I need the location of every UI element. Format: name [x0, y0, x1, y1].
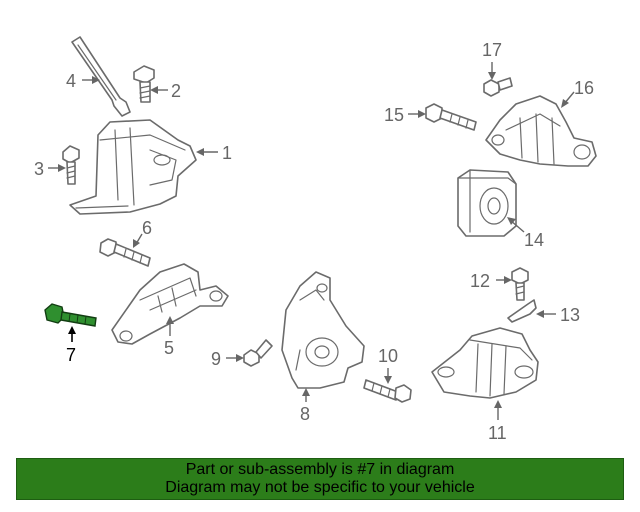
banner-line-1: Part or sub-assembly is #7 in diagram: [185, 461, 455, 478]
part-3-bolt: [62, 145, 80, 185]
callout-8: 8: [300, 404, 310, 424]
part-13-clip: [507, 299, 537, 323]
callout-17: 17: [482, 40, 502, 60]
parts-diagram: 1 2 3 4 5 6 7 8 9 10 11 12 13 14 15 16 1…: [34, 36, 597, 443]
callout-14: 14: [524, 230, 544, 250]
callout-6: 6: [142, 218, 152, 238]
callout-12: 12: [470, 271, 490, 291]
part-5-bracket: [111, 263, 229, 345]
callout-5: 5: [164, 338, 174, 358]
part-1-upper-mount: [69, 119, 197, 215]
callout-4: 4: [66, 71, 76, 91]
part-6-bolt: [99, 238, 151, 267]
part-10-bolt: [363, 379, 412, 403]
callout-1: 1: [222, 143, 232, 163]
part-4-rod: [71, 36, 131, 117]
diagram-notice-banner: Part or sub-assembly is #7 in diagram Di…: [16, 458, 624, 500]
part-7-bolt: [44, 303, 97, 327]
callout-2: 2: [171, 81, 181, 101]
part-14-bushing: [457, 169, 517, 237]
callout-10: 10: [378, 346, 398, 366]
part-9-bolt: [243, 339, 273, 367]
leader-lines: [48, 62, 575, 420]
callout-7: 7: [66, 345, 76, 365]
banner-line-2: Diagram may not be specific to your vehi…: [165, 479, 475, 496]
part-17-bolt: [483, 77, 513, 97]
part-16-bracket: [485, 95, 597, 167]
part-12-bolt: [511, 267, 529, 301]
callout-11: 11: [488, 423, 507, 443]
callout-9: 9: [211, 349, 221, 369]
part-11-mount: [431, 327, 539, 399]
part-15-bolt: [425, 103, 477, 131]
part-2-bolt: [133, 65, 155, 103]
callout-16: 16: [574, 78, 594, 98]
callout-13: 13: [560, 305, 580, 325]
part-8-center-mount: [281, 271, 365, 389]
callout-3: 3: [34, 159, 44, 179]
callout-15: 15: [384, 105, 404, 125]
